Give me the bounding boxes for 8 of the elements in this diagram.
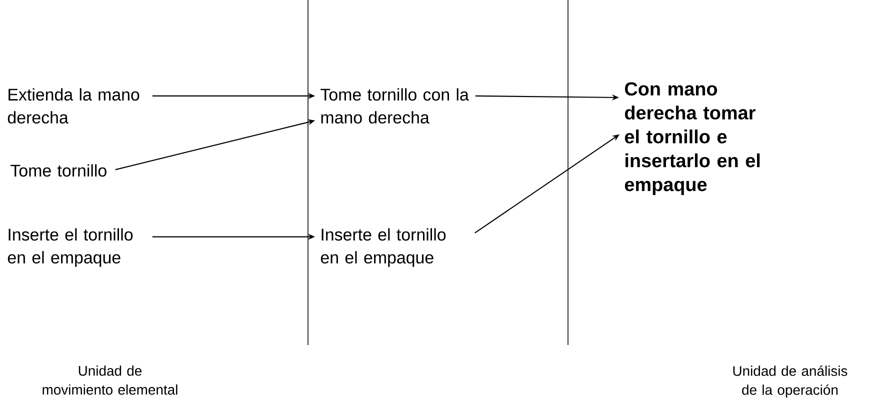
column-caption: Unidad de análisis de la operación	[733, 366, 848, 398]
column-caption: Unidad de movimiento elemental	[42, 366, 178, 395]
step-text: Tome tornillo con la mano derecha	[320, 88, 469, 124]
step-text: Inserte el tornillo en el empaque	[320, 228, 446, 267]
step-text: Inserte el tornillo en el empaque	[8, 228, 133, 267]
step-text: Tome tornillo	[10, 164, 106, 177]
step-text: Con mano derecha tomar el tornillo e insertarlo en el empaque	[624, 82, 760, 195]
step-text: Extienda la mano derecha	[8, 88, 140, 124]
